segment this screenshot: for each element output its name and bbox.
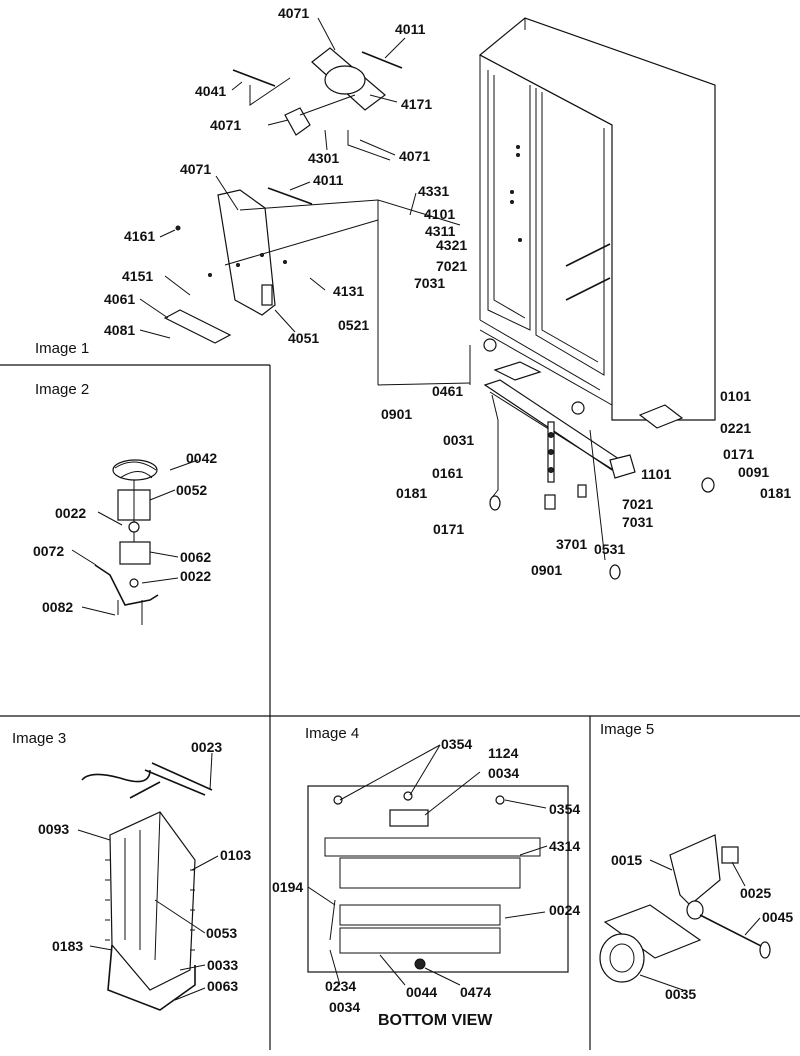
part-label: 0093	[38, 821, 70, 837]
part-label: 0025	[740, 885, 772, 901]
part-label: 4071	[278, 5, 310, 21]
part-label: 0035	[665, 986, 697, 1002]
part-label: 4051	[288, 330, 320, 346]
refrigerator-cabinet-drawing	[377, 17, 716, 580]
part-label: 4321	[436, 237, 468, 253]
part-label: 0091	[738, 464, 770, 480]
part-label: 0221	[720, 420, 752, 436]
part-label: 1101	[641, 466, 672, 482]
part-label: 3701	[556, 536, 588, 552]
part-label: 4131	[333, 283, 365, 299]
part-label: 0063	[207, 978, 239, 994]
part-label: 0183	[52, 938, 84, 954]
part-label: 0181	[760, 485, 792, 501]
part-label: 4101	[424, 206, 456, 222]
bottom-view-caption: BOTTOM VIEW	[378, 1012, 493, 1029]
part-label: 0033	[207, 957, 239, 973]
part-label: 0052	[176, 482, 208, 498]
part-label: 0042	[186, 450, 218, 466]
image5-title: Image 5	[600, 721, 655, 738]
part-label: 4161	[124, 228, 156, 244]
part-label: 0171	[723, 446, 755, 462]
panel-dividers	[0, 364, 800, 1050]
part-label: 0354	[441, 736, 473, 752]
part-label: 0161	[432, 465, 464, 481]
part-label: 4071	[180, 161, 212, 177]
part-label: 0194	[272, 879, 304, 895]
image1-title: Image 1	[35, 340, 90, 357]
part-label: 0034	[329, 999, 361, 1015]
fan-motor-assembly-drawing	[163, 47, 403, 344]
part-label: 7031	[622, 514, 654, 530]
part-label: 4071	[399, 148, 431, 164]
part-label: 0062	[180, 549, 212, 565]
part-label: 0082	[42, 599, 74, 615]
part-label: 4314	[549, 838, 581, 854]
part-label: 7021	[622, 496, 654, 512]
part-label: 0053	[206, 925, 238, 941]
part-label: 0461	[432, 383, 464, 399]
part-label: 4041	[195, 83, 227, 99]
part-label: 0023	[191, 739, 223, 755]
part-label: 0031	[443, 432, 475, 448]
part-label: 0521	[338, 317, 370, 333]
part-label: 0901	[531, 562, 563, 578]
part-label: 4011	[395, 21, 426, 37]
part-label: 4331	[418, 183, 450, 199]
part-label: 0022	[55, 505, 87, 521]
part-label: 4071	[210, 117, 242, 133]
part-label: 0045	[762, 909, 794, 925]
part-label: 0354	[549, 801, 581, 817]
part-label: 0072	[33, 543, 65, 559]
part-label: 0024	[549, 902, 581, 918]
part-label: 4151	[122, 268, 154, 284]
part-label: 4081	[104, 322, 136, 338]
part-label: 7021	[436, 258, 468, 274]
part-label: 1124	[488, 745, 519, 761]
part-label: 7031	[414, 275, 446, 291]
part-label: 0101	[720, 388, 752, 404]
part-label: 4301	[308, 150, 340, 166]
image4-bottom-view-drawing	[307, 785, 569, 973]
image5-caster-drawing	[599, 834, 771, 983]
image4-title: Image 4	[305, 725, 360, 742]
part-label: 0901	[381, 406, 413, 422]
part-label: 4011	[313, 172, 344, 188]
part-label: 0181	[396, 485, 428, 501]
part-label: 0103	[220, 847, 252, 863]
image3-title: Image 3	[12, 730, 67, 747]
part-label: 0034	[488, 765, 520, 781]
part-label: 0015	[611, 852, 643, 868]
part-label: 0044	[406, 984, 438, 1000]
part-label: 0022	[180, 568, 212, 584]
image2-title: Image 2	[35, 381, 90, 398]
part-label: 0474	[460, 984, 492, 1000]
leader-lines	[71, 17, 761, 1001]
image3-evaporator-drawing	[81, 762, 213, 1011]
part-label: 4311	[425, 223, 456, 239]
part-label: 0171	[433, 521, 465, 537]
part-label: 4061	[104, 291, 136, 307]
image2-fan-drawing	[94, 459, 159, 625]
part-label: 4171	[401, 96, 433, 112]
part-label: 0234	[325, 978, 357, 994]
part-label: 0531	[594, 541, 626, 557]
